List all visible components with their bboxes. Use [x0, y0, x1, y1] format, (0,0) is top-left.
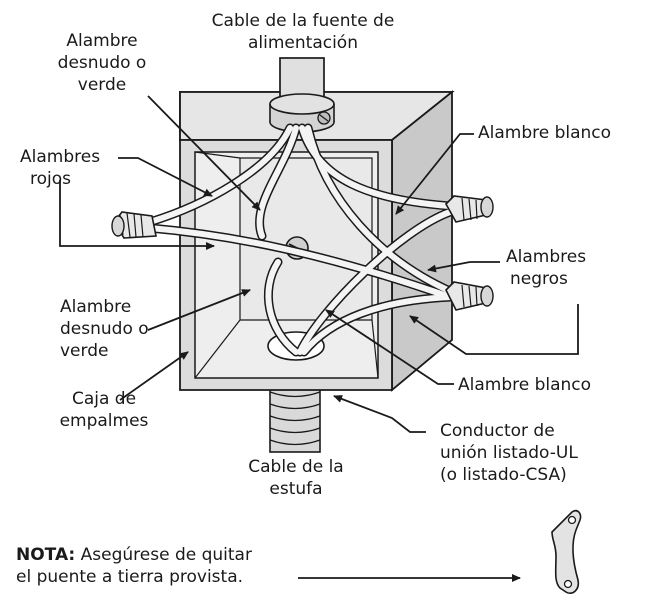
ground-jumper-icon	[551, 509, 582, 595]
label-bonding-conductor-line2: unión listado-UL	[440, 443, 578, 463]
wires	[145, 123, 457, 357]
wire-nut-left	[111, 211, 157, 239]
supply-cable	[269, 57, 335, 133]
label-stove-cable: Cable de la estufa	[230, 456, 362, 500]
junction-box	[179, 90, 455, 392]
label-bare-wire-top-line1: Alambre	[66, 31, 138, 51]
label-bare-wire-top-line2: desnudo o	[57, 53, 147, 73]
label-red-wires: Alambres rojos	[20, 146, 100, 190]
note-prefix: NOTA:	[16, 545, 76, 565]
label-supply-cable-line1: Cable de la fuente de	[211, 11, 395, 31]
note-line2: el puente a tierra provista.	[16, 567, 244, 587]
label-bare-wire-bottom-line1: Alambre	[60, 297, 132, 317]
label-bare-wire-top-line3: verde	[77, 75, 127, 95]
label-bare-wire-bottom-line3: verde	[60, 341, 109, 361]
wire-nut-right-bottom	[445, 281, 494, 311]
label-stove-cable-line1: Cable de la	[248, 457, 344, 477]
label-black-wires-line2: negros	[510, 269, 568, 289]
label-bare-wire-bottom: Alambre desnudo o verde	[60, 296, 149, 362]
label-bonding-conductor-line3: (o listado-CSA)	[440, 465, 567, 485]
label-red-wires-line2: rojos	[30, 169, 71, 189]
label-black-wires: Alambres negros	[506, 246, 586, 290]
label-bare-wire-bottom-line2: desnudo o	[60, 319, 149, 339]
label-junction-box: Caja de empalmes	[56, 388, 152, 432]
label-bonding-conductor-line1: Conductor de	[440, 421, 555, 441]
label-bare-wire-top: Alambre desnudo o verde	[52, 30, 152, 96]
label-white-wire-bottom: Alambre blanco	[458, 375, 592, 395]
note-line1-text: Asegúrese de quitar	[75, 545, 252, 565]
label-white-wire-top: Alambre blanco	[478, 123, 612, 143]
label-junction-box-line2: empalmes	[59, 411, 149, 431]
label-junction-box-line1: Caja de	[71, 389, 137, 409]
label-supply-cable-line2: alimentación	[248, 33, 358, 53]
label-stove-cable-line2: estufa	[269, 479, 323, 499]
leader-lines	[59, 95, 579, 582]
label-black-wires-line1: Alambres	[506, 247, 587, 267]
wire-nut-right-top	[445, 195, 494, 223]
note-text: NOTA: Asegúrese de quitar el puente a ti…	[16, 544, 252, 588]
label-bonding-conductor: Conductor de unión listado-UL (o listado…	[440, 420, 578, 486]
note-line1: NOTA: Asegúrese de quitar	[16, 544, 252, 566]
label-red-wires-line1: Alambres	[20, 147, 101, 167]
label-supply-cable: Cable de la fuente de alimentación	[206, 10, 400, 54]
